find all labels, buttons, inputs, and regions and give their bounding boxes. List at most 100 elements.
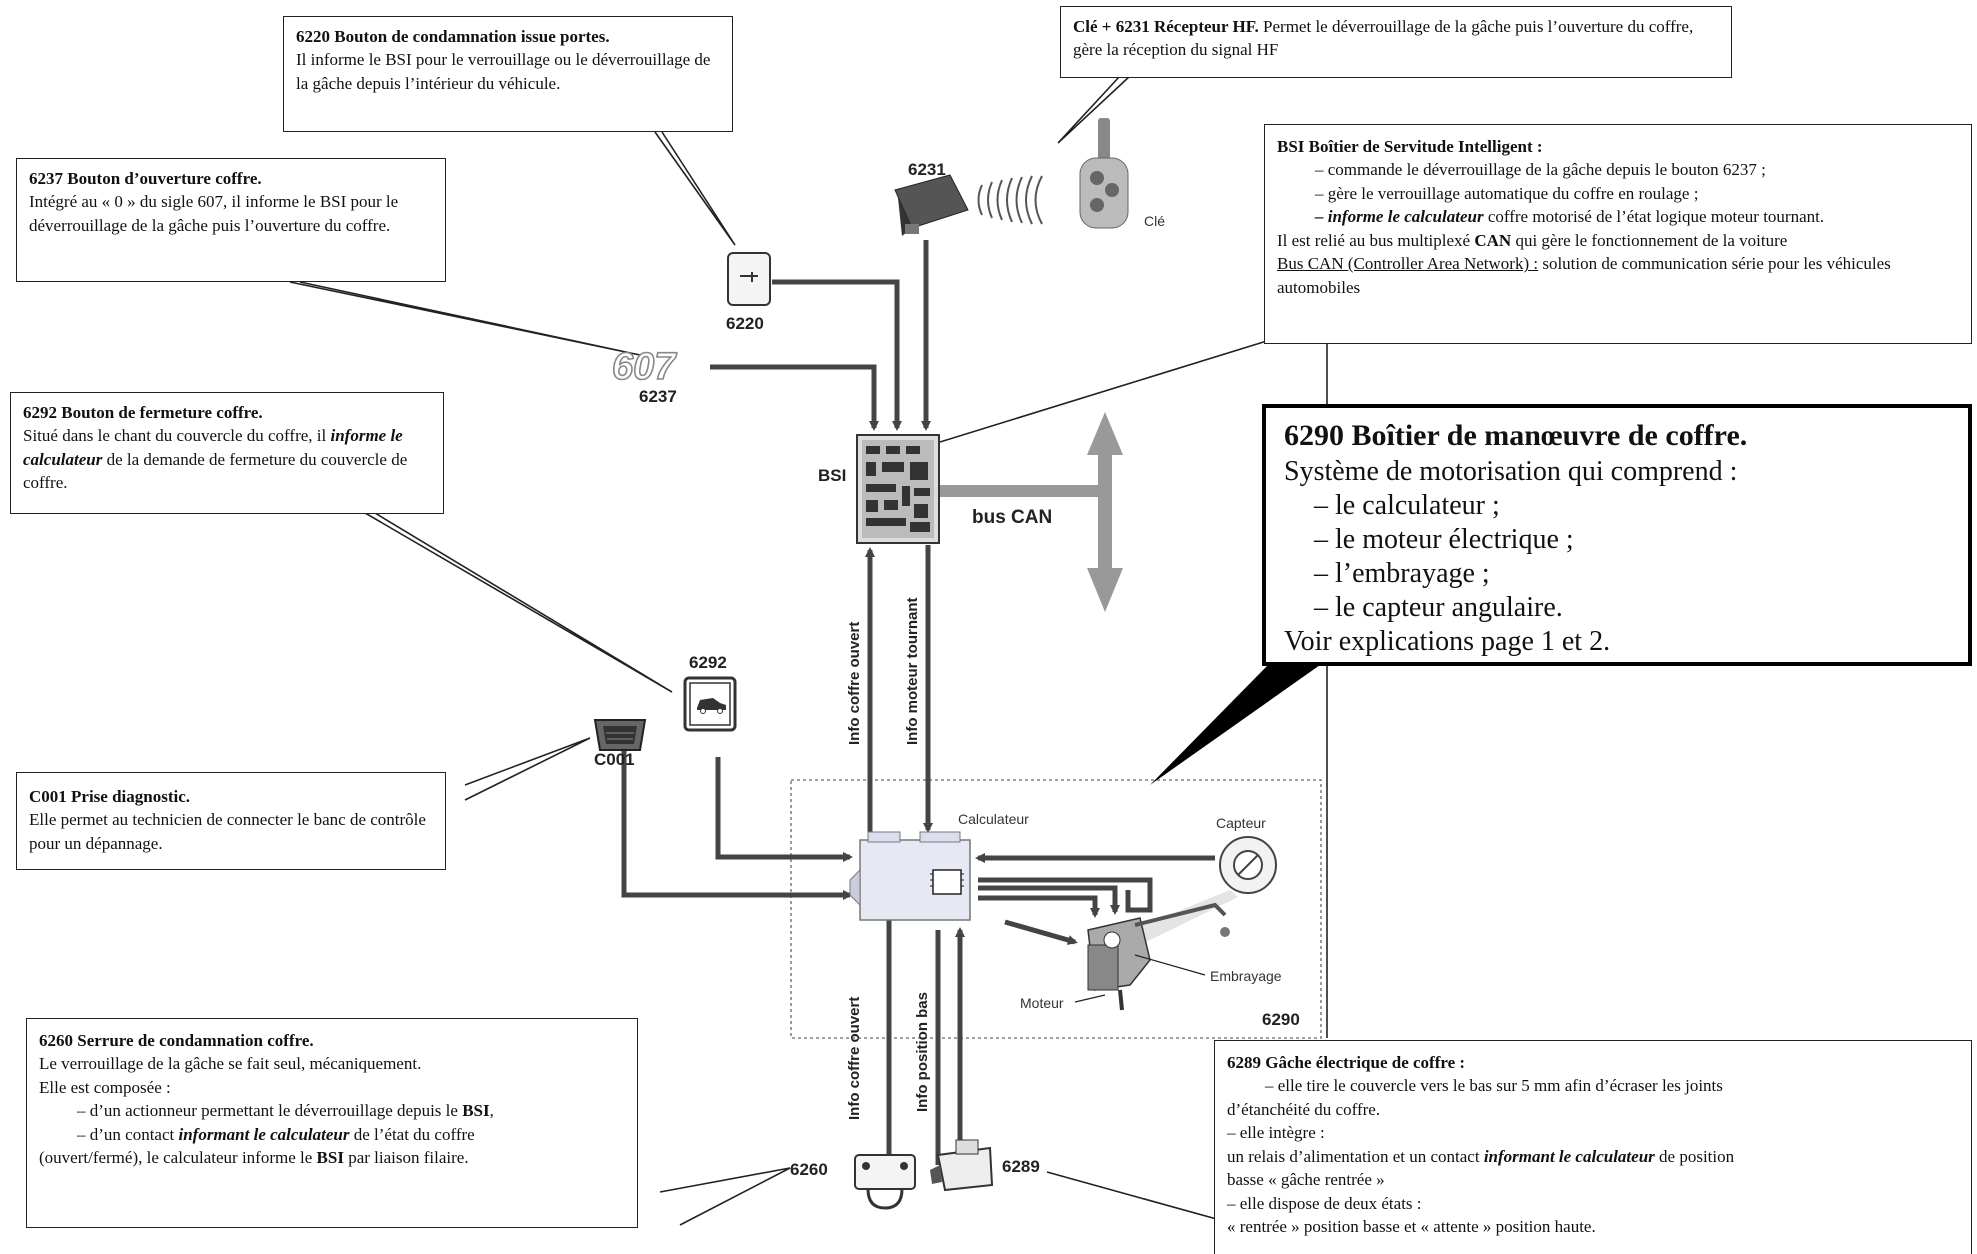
callout-6260-line-1: Le verrouillage de la gâche se fait seul… <box>39 1054 422 1074</box>
callout-6231: Clé + 6231 Récepteur HF. Permet le déver… <box>1060 6 1732 78</box>
callout-6292-text-b: informe le calculateur <box>23 426 403 469</box>
callout-6290-title: 6290 Boîtier de manœuvre de coffre. <box>1284 419 1748 452</box>
callout-6289: 6289 Gâche électrique de coffre : – elle… <box>1214 1040 1972 1254</box>
wires-to-bsi <box>710 240 931 431</box>
callout-6289-line-4: basse « gâche rentrée » <box>1227 1170 1385 1190</box>
callout-6237: 6237 Bouton d’ouverture coffre. Intégré … <box>16 158 446 282</box>
module-6290-boundary <box>790 779 1322 1039</box>
logo-607: 607 <box>611 345 676 389</box>
label-6290: 6290 <box>1262 1010 1300 1029</box>
callout-6289-line-3b: informant le calculateur <box>1483 1146 1655 1166</box>
callout-bsi-line-2-rest: solution de communication série pour les… <box>1277 254 1891 297</box>
callout-6289-item-1b: d’étanchéité du coffre. <box>1227 1099 1381 1119</box>
callout-6289-line-3a: un relais d’alimentation et un contact <box>1227 1146 1484 1166</box>
mechanism-leaders <box>1074 954 1206 1003</box>
callout-bsi-line-1c: qui gère le fonctionnement de la voiture <box>1511 230 1788 250</box>
callout-bsi-item-2: – gère le verrouillage automatique du co… <box>1315 183 1699 203</box>
label-info-coffre-ouvert-top: Info coffre ouvert <box>846 621 863 745</box>
label-bsi: BSI <box>818 466 847 485</box>
callout-6290: 6290 Boîtier de manœuvre de coffre. Syst… <box>1262 404 1972 666</box>
label-calculateur: Calculateur <box>958 811 1029 827</box>
callout-c001-title: C001 Prise diagnostic. <box>29 787 191 806</box>
callout-6260-item-2a: – d’un contact <box>77 1124 179 1144</box>
callout-c001-text: Elle permet au technicien de connecter l… <box>29 810 426 853</box>
label-bus-can: bus CAN <box>972 507 1053 528</box>
label-c001: C001 <box>594 750 635 769</box>
latch-6289-icon <box>930 1139 994 1192</box>
label-capteur: Capteur <box>1216 815 1266 831</box>
callout-6292-text-c: de la demande de fermeture du couvercle … <box>23 449 408 493</box>
callout-bsi: BSI Boîtier de Servitude Intelligent : –… <box>1264 124 1972 344</box>
callout-bsi-item-1: – commande le déverrouillage de la gâche… <box>1315 160 1766 180</box>
label-info-position-bas: Info position bas <box>914 992 931 1112</box>
callout-6260-item-1b: BSI <box>462 1101 490 1121</box>
callout-6260-line-5c: par liaison filaire. <box>343 1148 469 1168</box>
label-6289: 6289 <box>1002 1157 1040 1176</box>
callout-bsi-item-3-rest: coffre motorisé de l’état logique moteur… <box>1483 207 1825 227</box>
callout-6290-item-2: – le moteur électrique ; <box>1314 523 1574 555</box>
callout-6289-item-2: – elle intègre : <box>1227 1123 1325 1143</box>
callout-6260-item-2c: de l’état du coffre <box>349 1124 475 1144</box>
callout-6260-item-1c: , <box>489 1101 494 1121</box>
bus-can-arrow <box>932 412 1123 612</box>
diagnostic-socket-c001-icon <box>593 719 647 751</box>
callout-6260-line-5b: BSI <box>316 1148 344 1168</box>
button-6220-icon <box>727 252 771 306</box>
callout-6220: 6220 Bouton de condamnation issue portes… <box>283 16 733 132</box>
hf-receiver-6231-icon <box>894 174 969 236</box>
callout-6260-item-1a: – d’un actionneur permettant le déverrou… <box>77 1101 463 1121</box>
callout-bsi-title: BSI Boîtier de Servitude Intelligent : <box>1277 137 1543 156</box>
callout-6231-text: Permet le déverrouillage de la gâche pui… <box>1073 17 1694 60</box>
label-embrayage: Embrayage <box>1210 968 1282 984</box>
callout-6231-title: Clé + 6231 Récepteur HF. <box>1073 17 1259 36</box>
callout-bsi-item-3-bold: – informe le calculateur <box>1315 207 1484 227</box>
capteur-icon <box>1120 836 1277 945</box>
callout-bsi-line-2-underlined: Bus CAN (Controller Area Network) : <box>1277 254 1539 274</box>
label-cle: Clé <box>1144 213 1166 229</box>
callout-6289-title: 6289 Gâche électrique de coffre : <box>1227 1053 1466 1072</box>
key-fob-icon <box>1079 118 1129 229</box>
callout-6260-line-2: Elle est composée : <box>39 1077 171 1097</box>
button-6292-icon <box>683 676 737 732</box>
label-6231: 6231 <box>908 160 946 179</box>
callout-6290-outro: Voir explications page 1 et 2. <box>1284 626 1611 658</box>
callout-6220-title: 6220 Bouton de condamnation issue portes… <box>296 27 610 46</box>
label-6237: 6237 <box>639 387 677 406</box>
callout-bsi-line-1a: Il est relié au bus multiplexé <box>1277 230 1475 250</box>
callout-6289-line-6: « rentrée » position basse et « attente … <box>1227 1217 1596 1237</box>
lock-6260-icon <box>854 1154 916 1210</box>
callout-bsi-line-1b: CAN <box>1474 230 1512 250</box>
callout-6260-title: 6260 Serrure de condamnation coffre. <box>39 1031 314 1050</box>
callout-6290-intro: Système de motorisation qui comprend : <box>1284 455 1738 487</box>
callout-6237-title: 6237 Bouton d’ouverture coffre. <box>29 169 262 188</box>
bsi-module-icon <box>856 434 940 544</box>
radio-waves-icon <box>977 175 1043 225</box>
calculateur-icon <box>849 831 971 921</box>
callout-6292-title: 6292 Bouton de fermeture coffre. <box>23 403 263 422</box>
callout-6290-pointer <box>1150 665 1320 785</box>
label-6292: 6292 <box>689 653 727 672</box>
callout-6292: 6292 Bouton de fermeture coffre. Situé d… <box>10 392 444 514</box>
callout-c001: C001 Prise diagnostic. Elle permet au te… <box>16 772 446 870</box>
label-6260: 6260 <box>790 1160 828 1179</box>
callout-lines <box>289 75 1271 1236</box>
callout-6260-item-2b: informant le calculateur <box>178 1124 350 1144</box>
callout-6290-item-3: – l’embrayage ; <box>1314 558 1490 590</box>
callout-6260-line-5a: (ouvert/fermé), le calculateur informe l… <box>39 1148 317 1168</box>
callout-6289-item-3: – elle dispose de deux états : <box>1227 1193 1422 1213</box>
callout-6292-text-a: Situé dans le chant du couvercle du coff… <box>23 426 331 446</box>
label-info-coffre-ouvert-bottom: Info coffre ouvert <box>846 996 863 1120</box>
wires-bsi-calculateur <box>621 545 1215 1168</box>
callout-6260: 6260 Serrure de condamnation coffre. Le … <box>26 1018 638 1228</box>
callout-6290-item-4: – le capteur angulaire. <box>1314 592 1563 624</box>
callout-6289-item-1: – elle tire le couvercle vers le bas sur… <box>1265 1076 1723 1096</box>
callout-6220-text: Il informe le BSI pour le verrouillage o… <box>296 50 711 93</box>
label-6220: 6220 <box>726 314 764 333</box>
label-moteur: Moteur <box>1020 995 1064 1011</box>
callout-6237-text: Intégré au « 0 » du sigle 607, il inform… <box>29 192 399 235</box>
motor-mechanism-icon <box>1087 902 1230 1011</box>
callout-6290-item-1: – le calculateur ; <box>1314 489 1500 521</box>
callout-6289-line-3c: de position <box>1654 1146 1735 1166</box>
label-info-moteur-tournant: Info moteur tournant <box>904 597 921 745</box>
